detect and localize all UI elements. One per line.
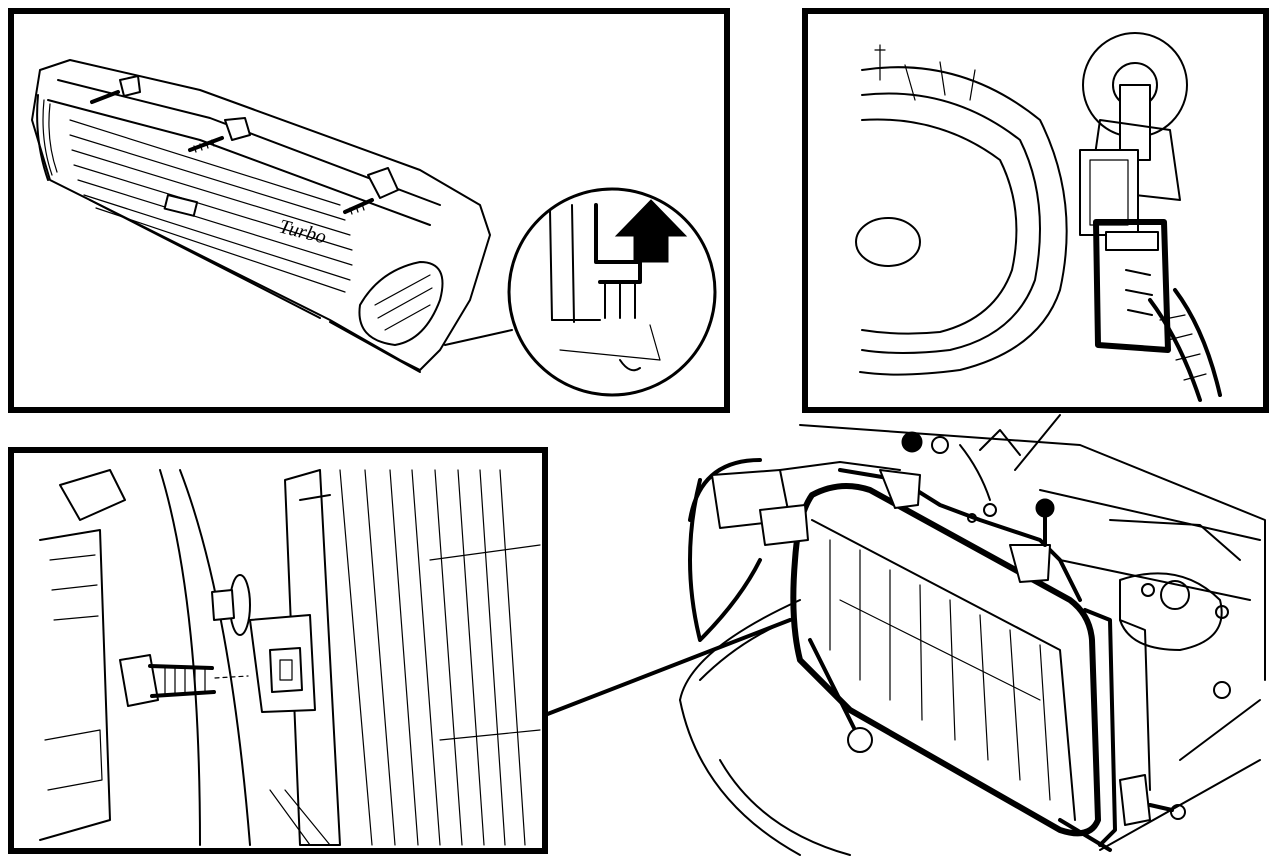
connector-icon [1079, 149, 1171, 353]
bulb-holder [1082, 32, 1188, 201]
wiring-harness [1148, 288, 1222, 402]
bolt-icon [119, 654, 249, 707]
screw-icon [188, 136, 224, 153]
grille-clip [224, 117, 251, 141]
headlamp-reflector-rear [855, 44, 1068, 376]
headlamp-top-rail [838, 468, 1082, 602]
grille-emblem [163, 194, 199, 217]
panel-headlamp-bolt [8, 447, 548, 854]
panel-detail-lines [269, 789, 331, 846]
screw-icon [343, 198, 374, 215]
clip-detail-callout [507, 187, 717, 397]
bolt-icon [211, 574, 251, 636]
headlamp-wiring-harness [688, 458, 901, 642]
panel-frame [802, 8, 1269, 413]
adjuster-link [808, 638, 1112, 852]
headlamp-housing [790, 483, 1101, 837]
panel-headlamp-unit [679, 424, 1266, 856]
headlamp-side-bracket [1083, 608, 1186, 847]
radiator-core [339, 469, 541, 846]
panel-headlamp-connector [802, 8, 1269, 413]
front-grille [31, 59, 491, 373]
bolt-icon [901, 431, 1055, 547]
up-arrow-icon [614, 199, 688, 263]
grille-clip [367, 167, 399, 199]
headlamp-mount-bracket [249, 469, 341, 846]
panel-grille-removal: Turbo [8, 8, 730, 413]
grille-clip [119, 75, 141, 97]
body-panel-left [39, 469, 251, 846]
detail-leader-line [444, 329, 513, 346]
screw-icon [90, 90, 120, 104]
callout-leader-line [543, 618, 792, 717]
